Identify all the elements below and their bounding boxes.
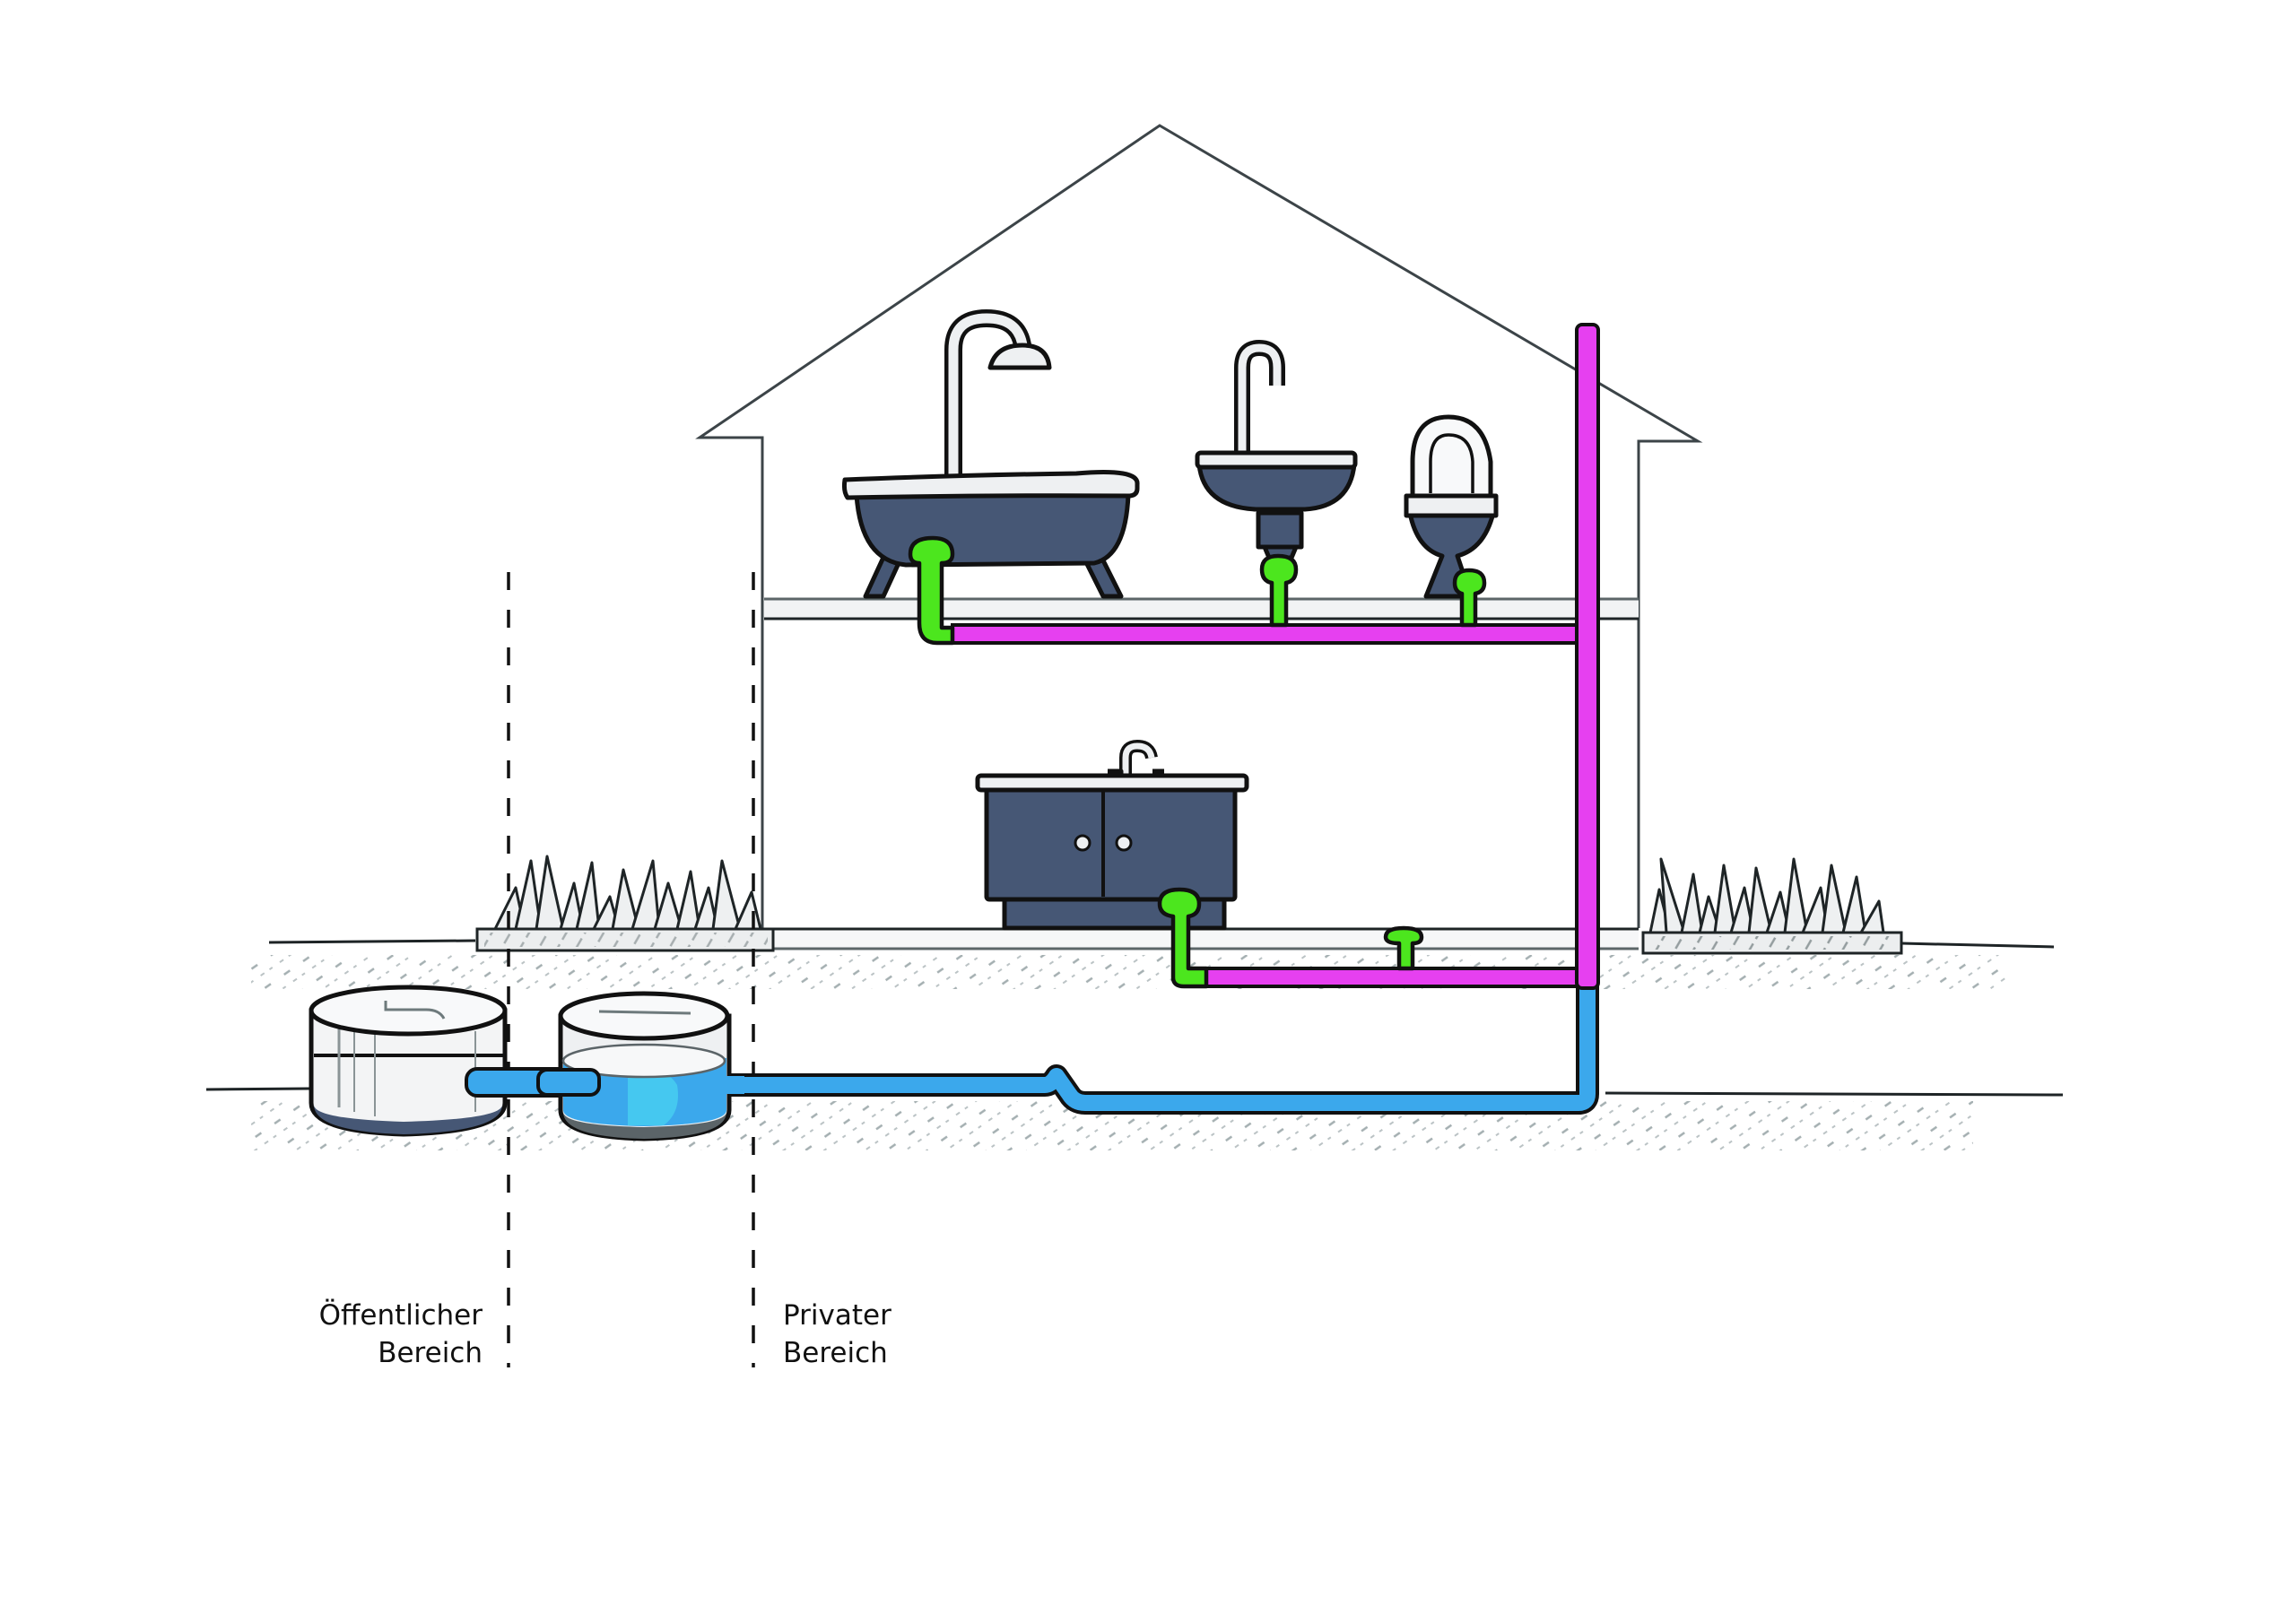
toilet-drain-pipe (1452, 568, 1487, 628)
public-area-label-line1: Öffentlicher (318, 1299, 483, 1332)
connection-pipes (908, 535, 1487, 989)
soil-hatching (251, 955, 2009, 1150)
washbasin-icon (1195, 340, 1358, 560)
ground-floor-slab (764, 927, 1639, 950)
private-area-label-line1: Privater (783, 1299, 891, 1332)
grass-bed-right (1641, 857, 1903, 955)
public-area-label-line2: Bereich (378, 1337, 483, 1369)
toilet-icon (1404, 414, 1499, 599)
floor-drain-pipe (1383, 925, 1424, 971)
private-area-label: Privater Bereich (783, 1297, 1016, 1372)
ground-line (205, 939, 2064, 1097)
bathtub-drain-pipe (908, 535, 955, 646)
vanity-cabinet-icon (975, 740, 1249, 931)
grass-bed-left (475, 855, 775, 952)
house-outline (695, 124, 1703, 928)
collection-pipes (951, 323, 1600, 990)
private-area-label-line2: Bereich (783, 1337, 888, 1369)
house-sewer-pipe (718, 982, 1599, 1115)
public-area-label: Öffentlicher Bereich (269, 1297, 483, 1372)
public-sewer-chamber (309, 985, 508, 1137)
bathtub-icon (841, 309, 1140, 599)
inspection-chamber (536, 991, 744, 1141)
cabinet-knob (1115, 834, 1133, 852)
vent-stack (1575, 323, 1600, 990)
shower-head-icon (987, 343, 1052, 370)
washbasin-drain-pipe (1259, 553, 1299, 628)
grass-icon (1648, 857, 1885, 934)
cabinet-knob (1074, 834, 1091, 852)
grass-icon (493, 855, 762, 931)
upper-floor-slab (764, 597, 1639, 621)
vanity-drain-pipe (1157, 887, 1209, 989)
